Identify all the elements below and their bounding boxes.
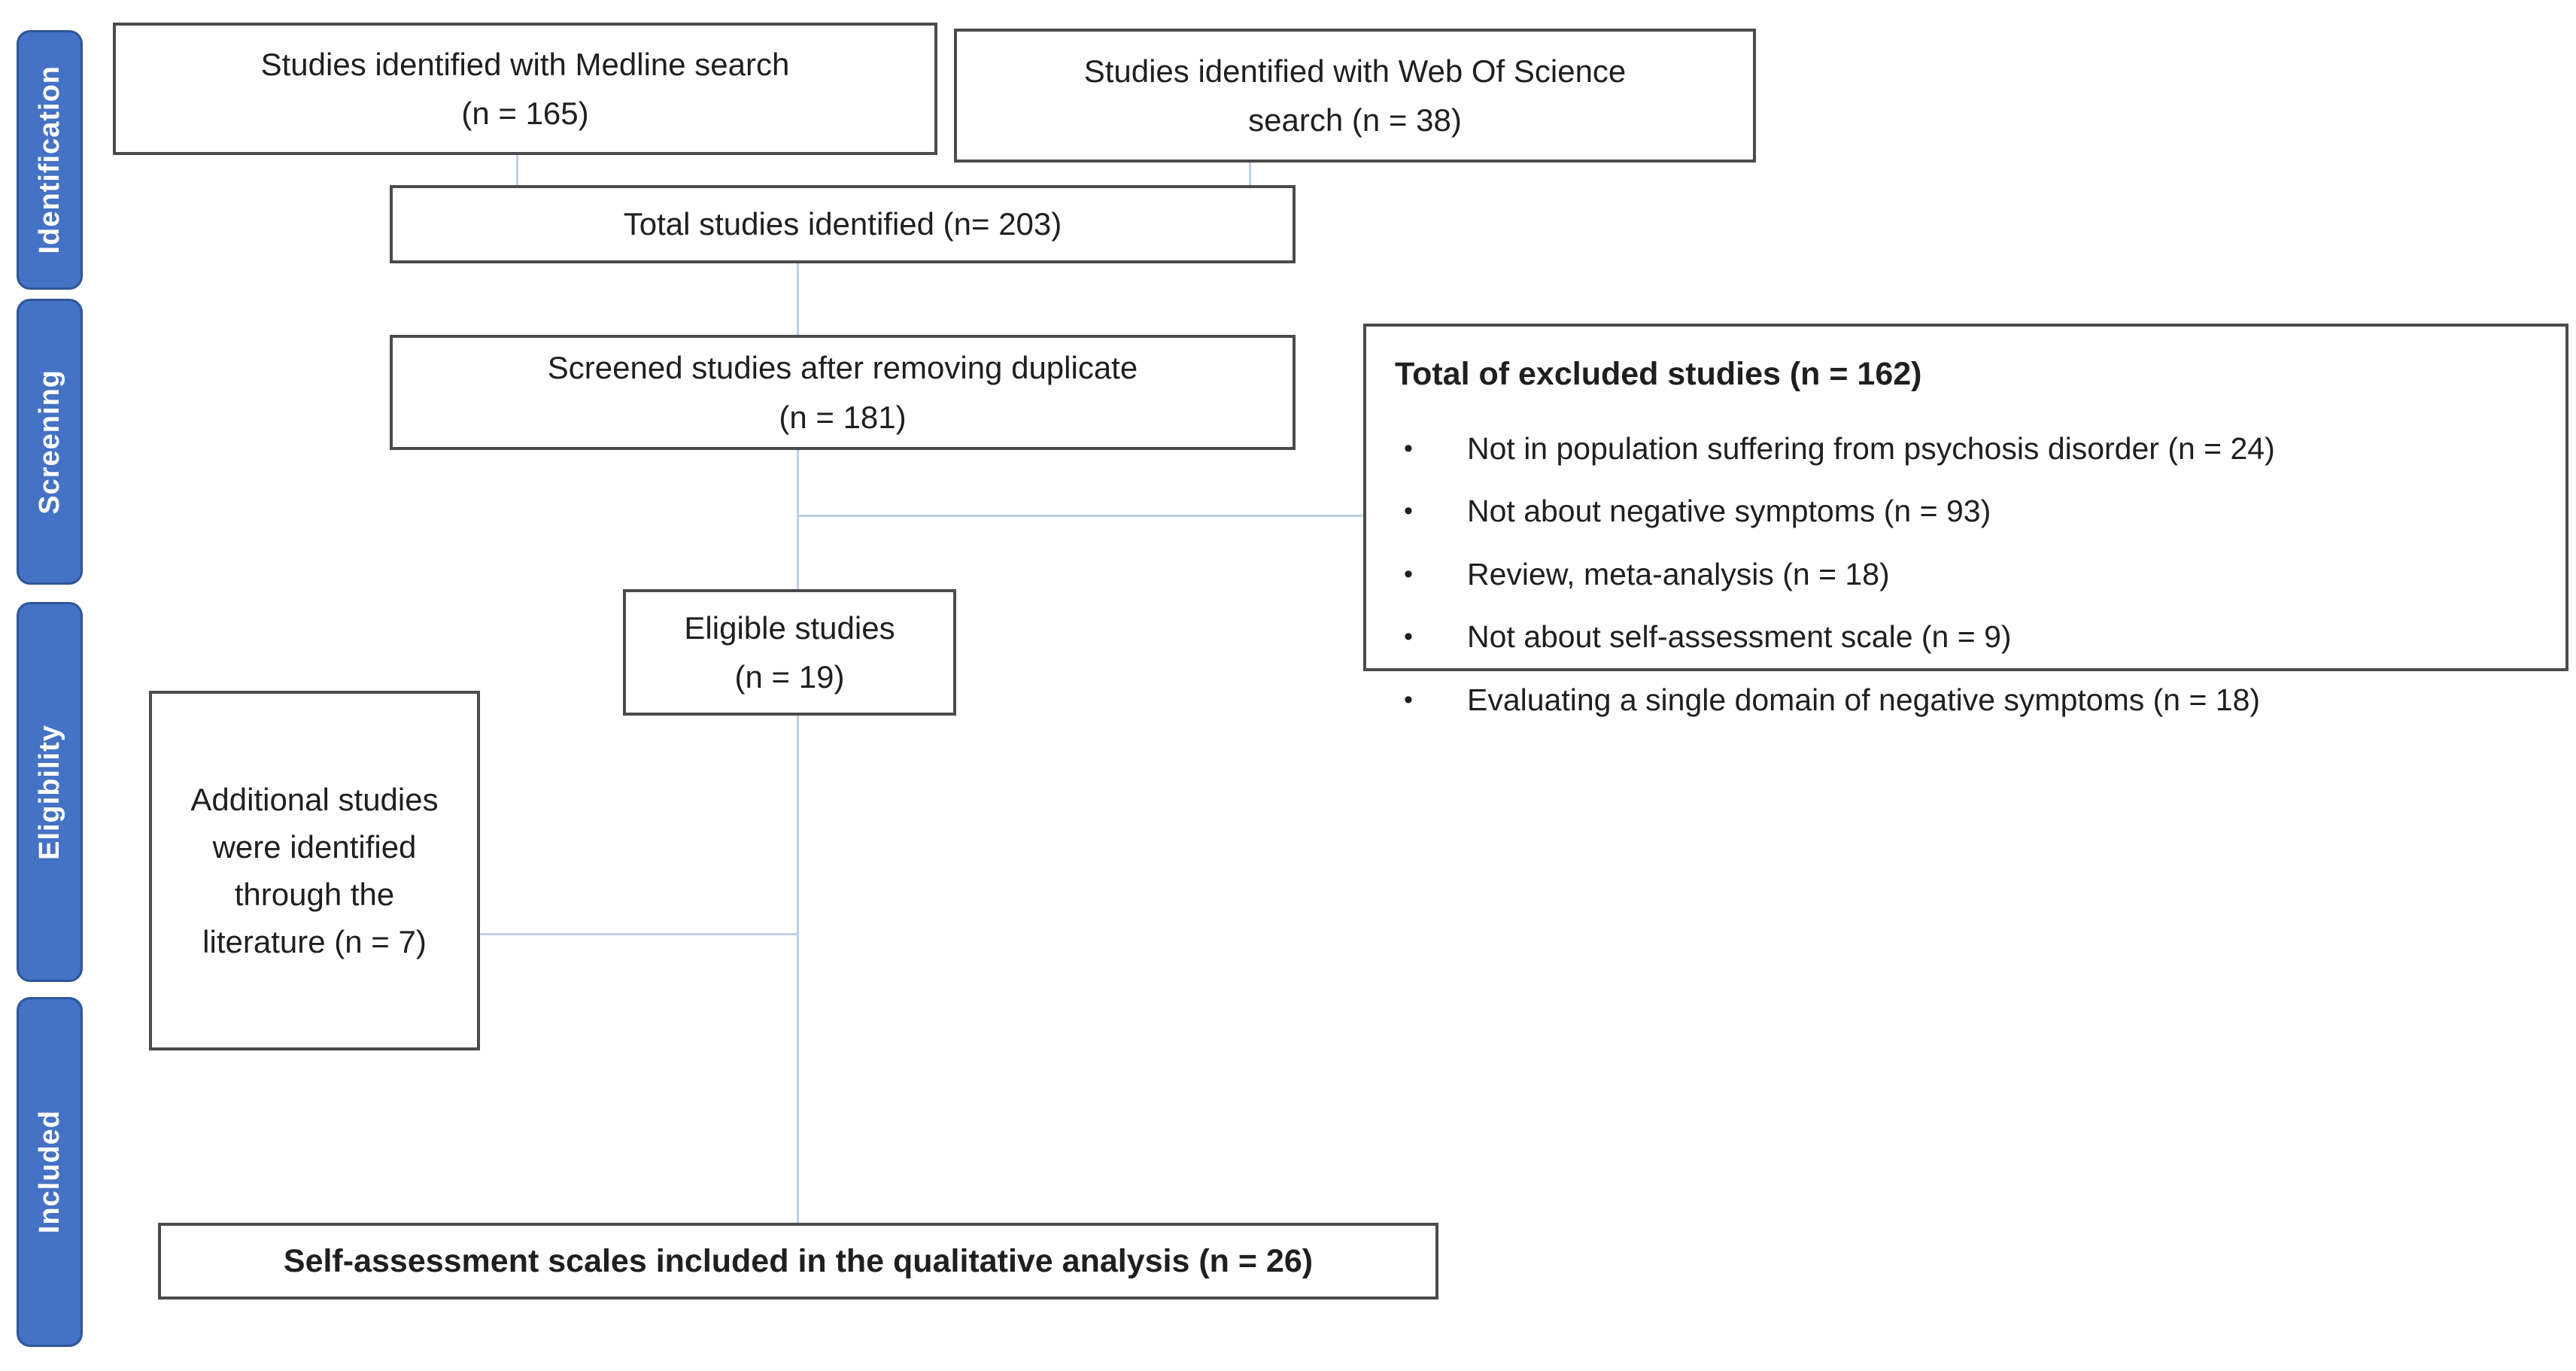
box-web-of-science-search: Studies identified with Web Of Science s… [954, 29, 1756, 163]
box-additional-studies: Additional studies were identified throu… [149, 691, 480, 1050]
excluded-item-text: Review, meta-analysis (n = 18) [1467, 556, 1890, 591]
bullet-icon: • [1404, 497, 1413, 526]
box-included-final: Self-assessment scales included in the q… [158, 1223, 1438, 1300]
excluded-list: • Not in population suffering from psych… [1393, 410, 2275, 740]
stage-included: Included [17, 997, 83, 1347]
bullet-icon: • [1404, 622, 1413, 652]
bullet-icon: • [1404, 685, 1413, 714]
box-screened-line2: (n = 181) [779, 399, 907, 435]
excluded-item-text: Not about self-assessment scale (n = 9) [1467, 619, 2012, 655]
box-additional-text: Additional studies were identified throu… [190, 782, 439, 959]
connector-additional-to-trunk [480, 933, 799, 935]
connector-eligible-to-included [797, 715, 799, 1224]
excluded-item-text: Not about negative symptoms (n = 93) [1467, 494, 1991, 529]
box-eligible-line2: (n = 19) [734, 659, 845, 695]
box-wos-line1: Studies identified with Web Of Science [1083, 53, 1627, 89]
connector-wos-to-total [1249, 163, 1251, 187]
bullet-icon: • [1404, 559, 1413, 588]
box-medline-search: Studies identified with Medline search (… [113, 23, 937, 155]
stage-included-label: Included [33, 1110, 65, 1234]
box-screened-line1: Screened studies after removing duplicat… [547, 350, 1138, 386]
box-excluded-studies: Total of excluded studies (n = 162) • No… [1363, 324, 2568, 717]
connector-medline-to-total [516, 155, 518, 187]
excluded-header: Total of excluded studies (n = 162) [1395, 356, 1922, 392]
excluded-item: • Not about negative symptoms (n = 93) [1393, 488, 2275, 536]
box-medline-line1: Studies identified with Medline search [260, 46, 790, 82]
excluded-item: • Not about self-assessment scale (n = 9… [1393, 613, 2275, 661]
stage-screening: Screening [17, 299, 83, 585]
box-screened-studies: Screened studies after removing duplicat… [390, 335, 1296, 450]
excluded-item: • Not in population suffering from psych… [1393, 425, 2275, 473]
box-total-identified: Total studies identified (n= 203) [390, 185, 1296, 263]
excluded-item-text: Not in population suffering from psychos… [1467, 430, 2275, 466]
excluded-item: • Evaluating a single domain of negative… [1393, 676, 2275, 725]
excluded-item: • Review, meta-analysis (n = 18) [1393, 551, 2275, 599]
excluded-item-text: Evaluating a single domain of negative s… [1467, 682, 2261, 717]
stage-identification: Identification [17, 30, 83, 290]
connector-total-to-screened [797, 263, 799, 336]
stage-identification-label: Identification [33, 65, 65, 254]
stage-screening-label: Screening [33, 369, 65, 515]
stage-eligibility: Eligibility [17, 602, 83, 982]
box-total-text: Total studies identified (n= 203) [623, 206, 1062, 242]
box-wos-line2: search (n = 38) [1248, 102, 1462, 138]
box-eligible-line1: Eligible studies [684, 610, 895, 646]
box-included-final-text: Self-assessment scales included in the q… [283, 1242, 1314, 1279]
stage-eligibility-label: Eligibility [33, 724, 65, 860]
bullet-icon: • [1404, 433, 1413, 463]
connector-screened-to-eligible [797, 450, 799, 591]
connector-branch-to-excluded [797, 515, 1365, 517]
box-medline-line2: (n = 165) [461, 96, 589, 131]
box-eligible-studies: Eligible studies (n = 19) [623, 589, 956, 716]
